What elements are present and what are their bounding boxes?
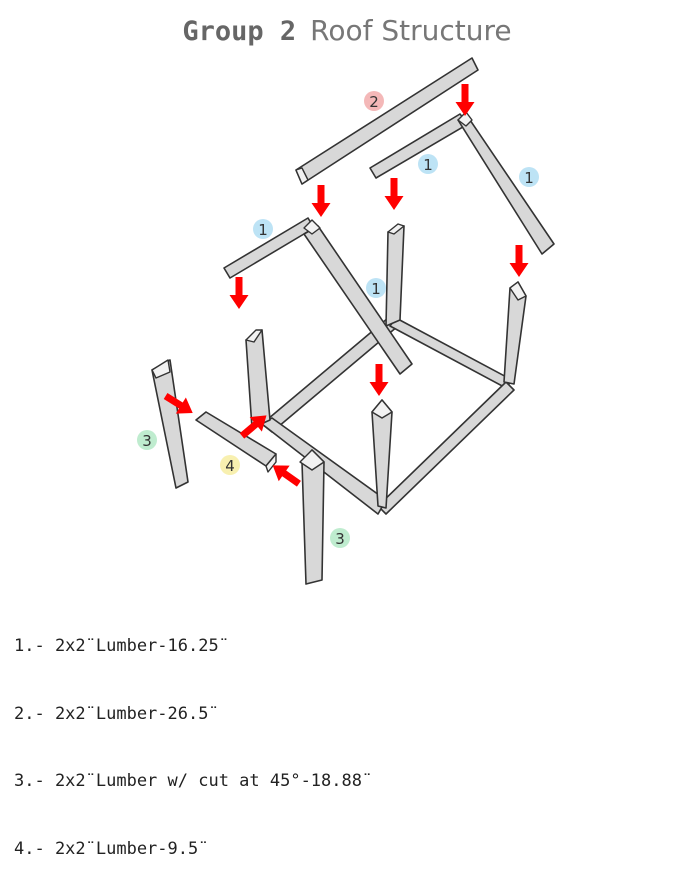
part-3-left-post-top [151,359,171,379]
legend-item: 4.- 2x2¨Lumber-9.5¨ [14,838,209,859]
badge-label: 1 [371,280,381,298]
badge-label: 3 [142,432,152,450]
part-badge-1: 1 [366,278,386,298]
post-left-inner-top [245,329,263,343]
arrow-brace-to-inner-post [239,415,267,439]
arrow-down-back-right-post [509,245,529,277]
page-title: Group 2 Roof Structure [0,14,694,47]
badge-label: 3 [335,530,345,548]
part-1-upper-right-rafter [457,119,555,255]
arrow-down-left-inner-post [229,277,249,309]
post-back-center-top [387,223,405,235]
part-badge-1: 1 [253,219,273,239]
part-1-lower-rafters-joint [303,219,321,235]
badge-label: 2 [369,93,379,111]
badge-label: 1 [524,169,534,187]
arrow-down-lower-left-rafter [311,185,331,217]
part-badge-4: 4 [220,455,240,475]
title-group: Group 2 [182,16,297,47]
parts-legend: 1.- 2x2¨Lumber-16.25¨ 2.- 2x2¨Lumber-26.… [14,590,372,883]
badge-label: 1 [423,156,433,174]
post-front-center-top [371,399,393,419]
part-badge-1: 1 [418,154,438,174]
arrow-down-back-center-post [384,178,404,210]
legend-item: 2.- 2x2¨Lumber-26.5¨ [14,703,219,724]
badge-circle [330,528,350,548]
badge-circle [220,455,240,475]
post-back-right-top [509,281,527,301]
part-3-front-post-top [299,449,325,471]
arrow-left-post-to-brace [163,393,193,414]
post-left-inner [245,329,271,429]
arrow-down-ridge [455,84,475,116]
badge-circle [364,91,384,111]
frame-right-rail [377,381,515,515]
part-badge-3: 3 [330,528,350,548]
part-badge-3: 3 [137,430,157,450]
post-back-center [385,225,405,327]
frame-back-right-rail [389,317,513,389]
badge-circle [137,430,157,450]
part-3-left-post [151,359,189,489]
badge-circle [519,167,539,187]
part-badge-2: 2 [364,91,384,111]
arrow-front-post-to-brace [272,465,301,487]
badge-label: 1 [258,221,268,239]
legend-item: 1.- 2x2¨Lumber-16.25¨ [14,636,229,656]
exploded-roof-diagram: 2 1 1 1 1 3 4 3 [137,57,555,585]
title-subtitle: Roof Structure [310,14,512,47]
badge-circle [366,278,386,298]
part-number-badges: 2 1 1 1 1 3 4 3 [137,91,539,548]
part-1-upper-rafters-joint [457,111,473,127]
part-2-ridge-board-end [295,167,309,185]
part-4-brace-end [265,453,277,473]
badge-label: 4 [225,457,235,475]
arrow-down-front-center-post [369,364,389,396]
badge-circle [253,219,273,239]
badge-circle [418,154,438,174]
legend-item: 3.- 2x2¨Lumber w/ cut at 45°-18.88¨ [14,771,373,791]
part-badge-1: 1 [519,167,539,187]
